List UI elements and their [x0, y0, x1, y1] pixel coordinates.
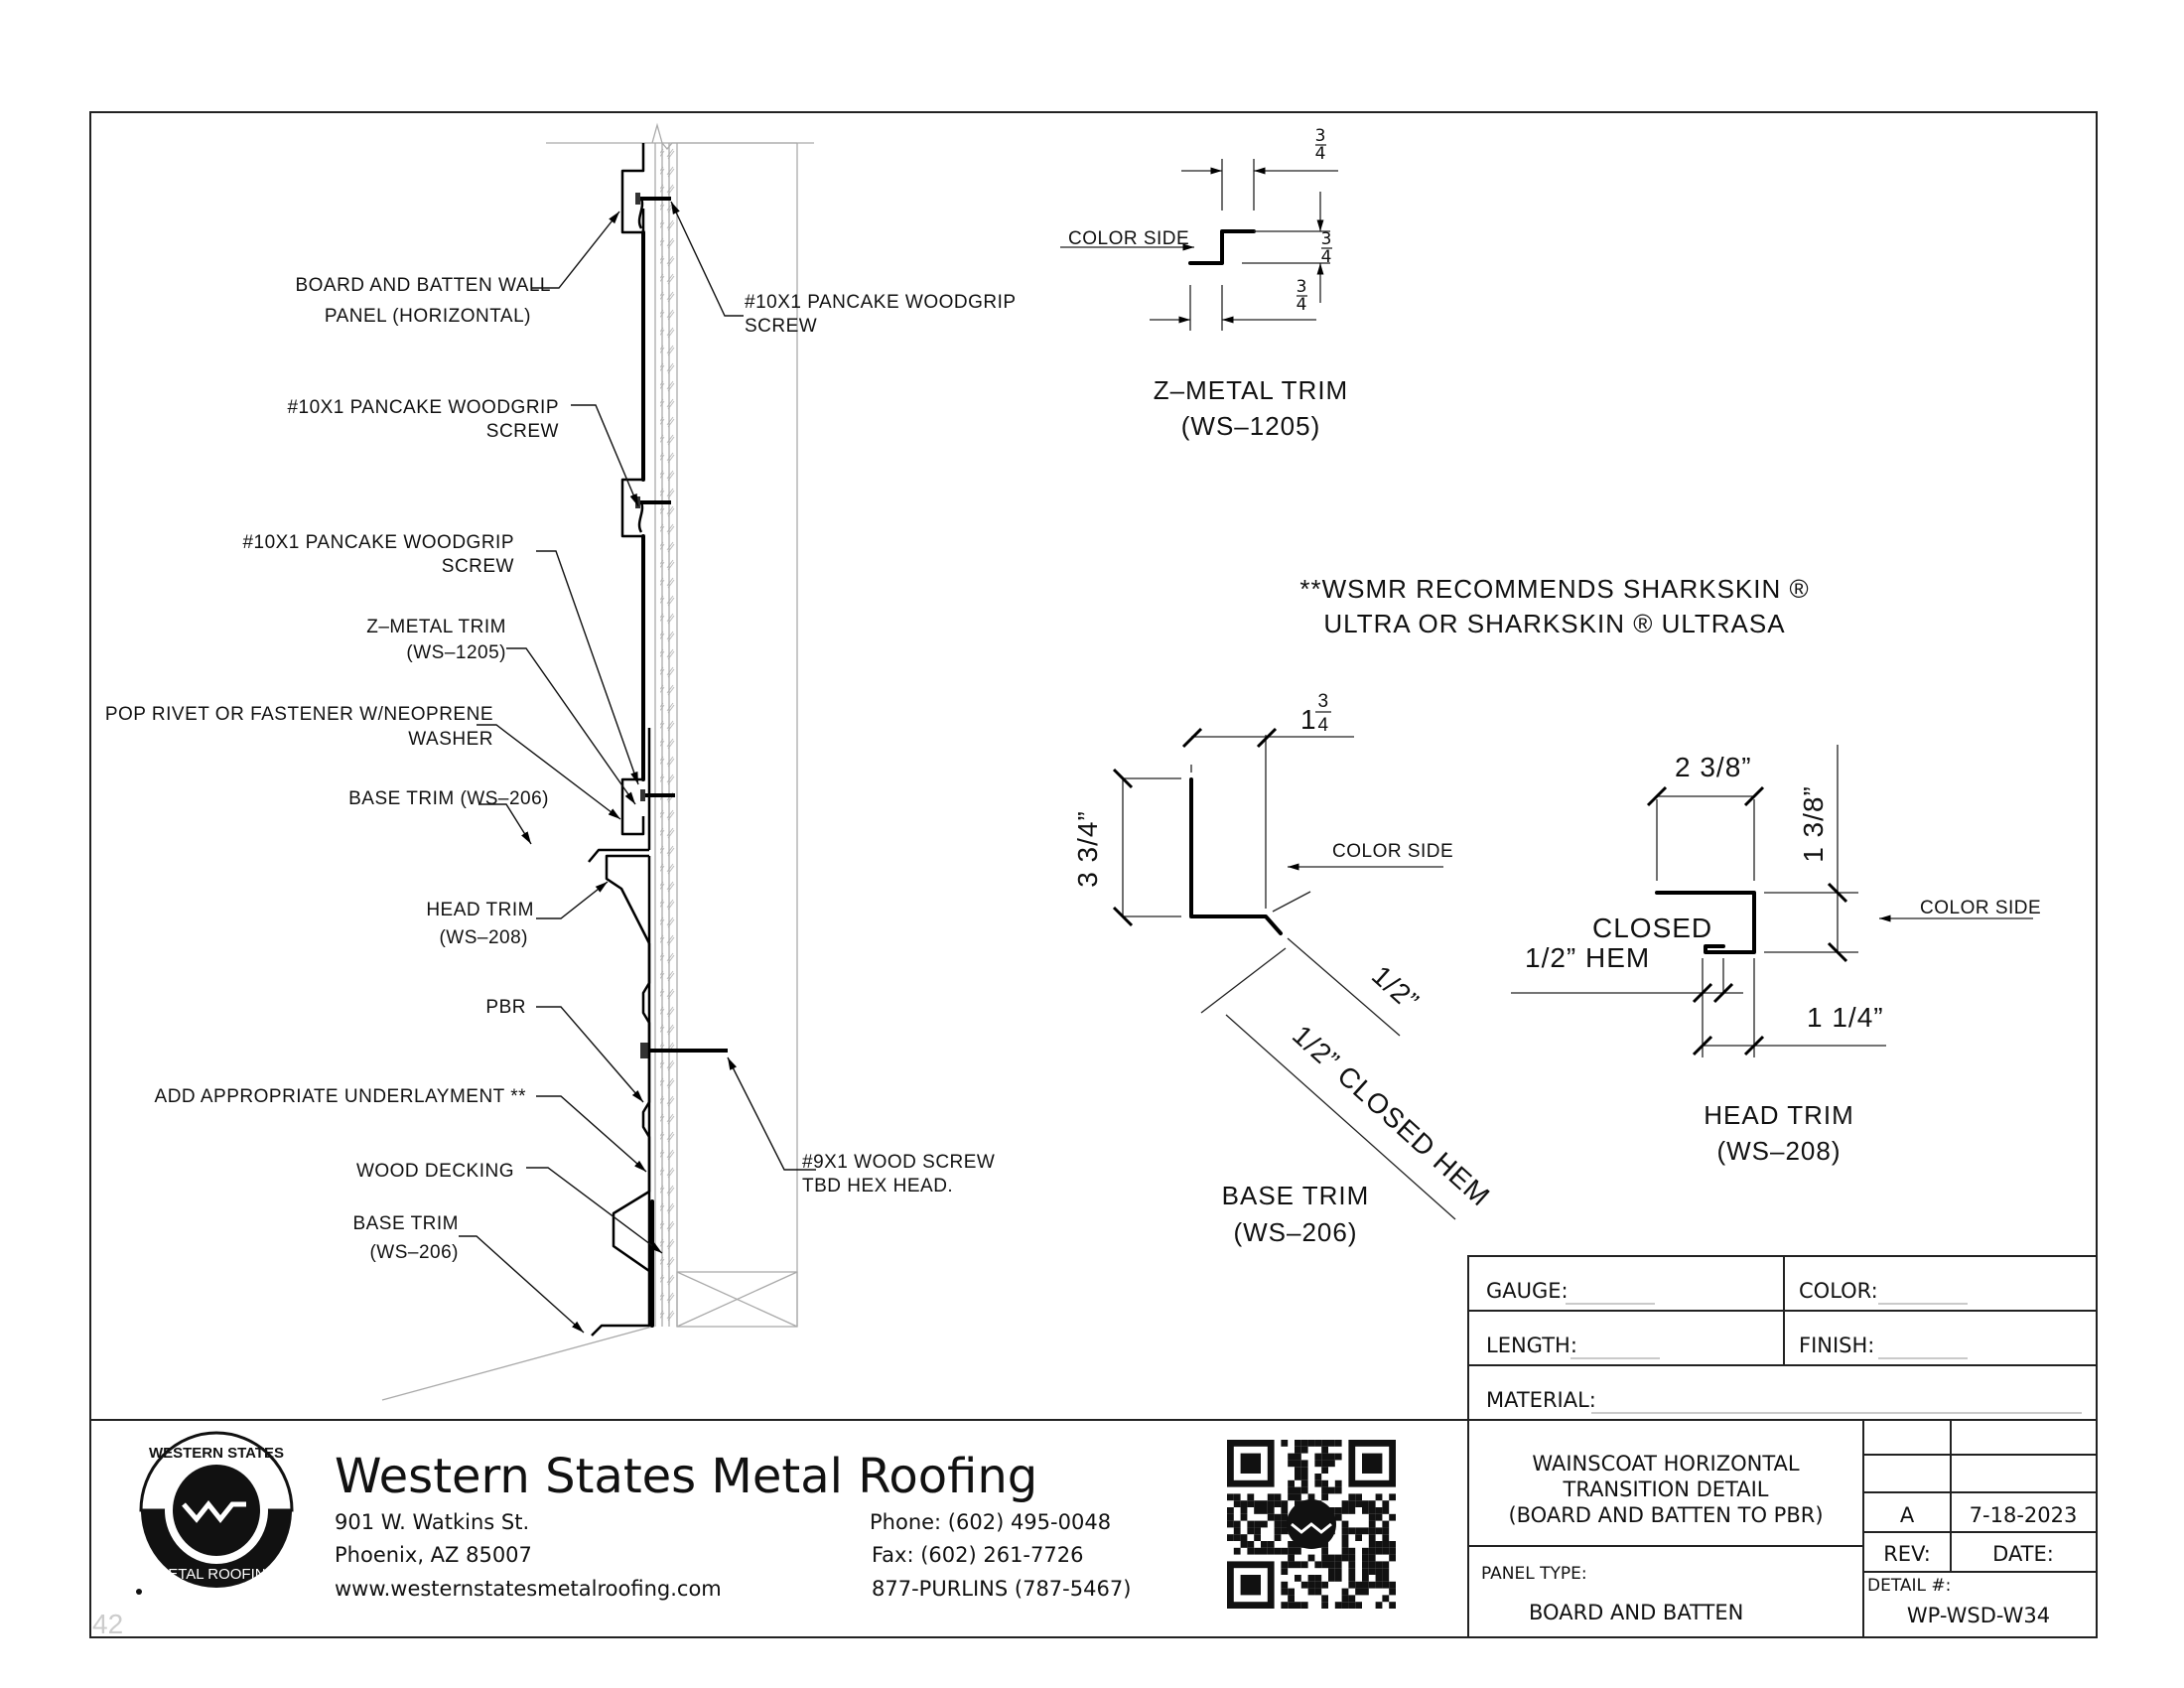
company-website[interactable]: www.westernstatesmetalroofing.com — [335, 1577, 722, 1601]
head-trim-title: HEAD TRIM — [1704, 1100, 1854, 1130]
title-block: WAINSCOAT HORIZONTAL TRANSITION DETAIL (… — [1467, 1420, 2097, 1637]
head-trim-dim-bottom: 1 1/4” — [1807, 1002, 1884, 1033]
head-trim-hem-line1: CLOSED — [1592, 913, 1712, 943]
company-fax: Fax: (602) 261-7726 — [872, 1543, 1083, 1567]
logo-bottom-text: METAL ROOFING — [156, 1566, 278, 1583]
head-trim-detail: COLOR SIDE 2 3/8” 1 3/8” 1 1/4” CLOSED 1… — [1511, 745, 2041, 1166]
head-trim-hem-line2: 1/2” HEM — [1525, 942, 1650, 973]
callout-pop-rivet-line2: WASHER — [408, 729, 493, 750]
detail-number-value: WP-WSD-W34 — [1907, 1604, 2050, 1627]
length-label: LENGTH: — [1486, 1334, 1577, 1357]
drawing-title-line2: TRANSITION DETAIL — [1563, 1477, 1769, 1501]
drawing-title-line1: WAINSCOAT HORIZONTAL — [1532, 1452, 1800, 1476]
base-trim-dim-hem: 1/2” — [1366, 959, 1426, 1017]
company-phone: Phone: (602) 495-0048 — [870, 1510, 1111, 1534]
callout-base-trim-lower-line2: (WS–206) — [369, 1242, 459, 1263]
z-trim-title: Z–METAL TRIM — [1154, 375, 1348, 405]
callout-head-trim-line1: HEAD TRIM — [426, 900, 534, 920]
callout-screw-top-line2: SCREW — [745, 316, 817, 337]
callout-wood-screw-line2: TBD HEX HEAD. — [802, 1176, 953, 1196]
z-trim-part: (WS–1205) — [1181, 411, 1321, 441]
head-trim-part: (WS–208) — [1716, 1136, 1841, 1166]
callout-wood-screw-line1: #9X1 WOOD SCREW — [802, 1152, 995, 1173]
base-trim-color-side: COLOR SIDE — [1332, 841, 1453, 862]
underlayment-note-line2: ULTRA OR SHARKSKIN ® ULTRASA — [1323, 609, 1785, 638]
date-label: DATE: — [1992, 1542, 2054, 1566]
logo-top-text: WESTERN STATES — [149, 1445, 284, 1462]
qr-code-icon[interactable] — [1227, 1440, 1396, 1609]
revision-value: A — [1900, 1503, 1915, 1527]
wall-section-drawing: BOARD AND BATTEN WALL PANEL (HORIZONTAL)… — [105, 122, 1017, 1401]
underlayment-note-line1: **WSMR RECOMMENDS SHARKSKIN ® — [1299, 574, 1809, 604]
revision-date-value: 7-18-2023 — [1970, 1503, 2078, 1527]
material-label: MATERIAL: — [1486, 1388, 1596, 1412]
base-trim-detail: COLOR SIDE 3 3/4” 1 3 4 1/2” 1/2” CLOSED… — [1072, 691, 1496, 1247]
wood-screw-icon — [640, 1043, 728, 1058]
z-dim-mid-den: 4 — [1321, 247, 1332, 267]
callout-base-trim-lower-line1: BASE TRIM — [352, 1213, 459, 1234]
base-trim-title: BASE TRIM — [1222, 1181, 1370, 1210]
callout-screw-mid-line1: #10X1 PANCAKE WOODGRIP — [287, 397, 559, 418]
z-dim-top-num: 3 — [1315, 126, 1326, 146]
drawing-title-line3: (BOARD AND BATTEN TO PBR) — [1508, 1503, 1823, 1527]
panel-type-label: PANEL TYPE: — [1481, 1564, 1587, 1584]
screw-icon — [635, 193, 671, 205]
callout-screw-mid-line2: SCREW — [486, 421, 559, 442]
base-trim-dim-width-whole: 1 — [1300, 704, 1317, 735]
sheet-border — [89, 111, 2098, 1638]
callout-board-batten-line2: PANEL (HORIZONTAL) — [325, 306, 531, 327]
callout-board-batten-line1: BOARD AND BATTEN WALL — [295, 275, 551, 296]
company-name: Western States Metal Roofing — [335, 1449, 1037, 1504]
base-trim-dim-width-num: 3 — [1317, 691, 1328, 712]
head-trim-color-side: COLOR SIDE — [1920, 898, 2041, 918]
head-trim-dim-top: 2 3/8” — [1675, 752, 1752, 782]
callout-pbr: PBR — [485, 997, 526, 1018]
detail-number-label: DETAIL #: — [1867, 1576, 1951, 1596]
head-trim-dim-height: 1 3/8” — [1798, 785, 1829, 863]
callout-z-trim-line1: Z–METAL TRIM — [366, 617, 506, 637]
company-logo: WESTERN STATES METAL ROOFING — [136, 1431, 294, 1595]
base-trim-part: (WS–206) — [1233, 1217, 1357, 1247]
sheet-number: 42 — [92, 1609, 123, 1639]
callout-head-trim-line2: (WS–208) — [439, 927, 528, 948]
callout-underlayment: ADD APPROPRIATE UNDERLAYMENT ** — [155, 1086, 527, 1107]
spec-fields-box: GAUGE: COLOR: LENGTH: FINISH: MATERIAL: — [1467, 1255, 2098, 1421]
company-address-street: 901 W. Watkins St. — [335, 1510, 529, 1534]
finish-label: FINISH: — [1799, 1334, 1874, 1357]
z-trim-color-side: COLOR SIDE — [1068, 228, 1189, 249]
company-address-city: Phoenix, AZ 85007 — [335, 1543, 532, 1567]
z-dim-top-den: 4 — [1315, 144, 1326, 164]
callout-z-trim-line2: (WS–1205) — [406, 642, 506, 663]
rev-label: REV: — [1883, 1542, 1931, 1566]
company-tollfree: 877-PURLINS (787-5467) — [872, 1577, 1131, 1601]
color-label: COLOR: — [1799, 1279, 1878, 1303]
callout-screw-top-line1: #10X1 PANCAKE WOODGRIP — [745, 292, 1017, 313]
callout-screw-lower-line1: #10X1 PANCAKE WOODGRIP — [242, 532, 514, 553]
panel-type-value: BOARD AND BATTEN — [1529, 1601, 1743, 1624]
z-dim-mid-num: 3 — [1321, 229, 1332, 249]
z-dim-bot-num: 3 — [1297, 277, 1307, 297]
z-dim-bot-den: 4 — [1297, 295, 1307, 315]
callout-wood-decking: WOOD DECKING — [356, 1161, 514, 1182]
callout-screw-lower-line2: SCREW — [442, 556, 514, 577]
base-trim-dim-width-den: 4 — [1317, 715, 1328, 736]
gauge-label: GAUGE: — [1486, 1279, 1569, 1303]
callout-base-trim-upper: BASE TRIM (WS–206) — [348, 788, 549, 809]
base-trim-dim-height: 3 3/4” — [1072, 810, 1103, 888]
callout-pop-rivet-line1: POP RIVET OR FASTENER W/NEOPRENE — [105, 704, 493, 725]
z-trim-detail: COLOR SIDE 3 4 3 4 3 4 Z–METAL TRIM (WS–… — [1060, 126, 1348, 441]
screw-icon — [640, 789, 675, 801]
